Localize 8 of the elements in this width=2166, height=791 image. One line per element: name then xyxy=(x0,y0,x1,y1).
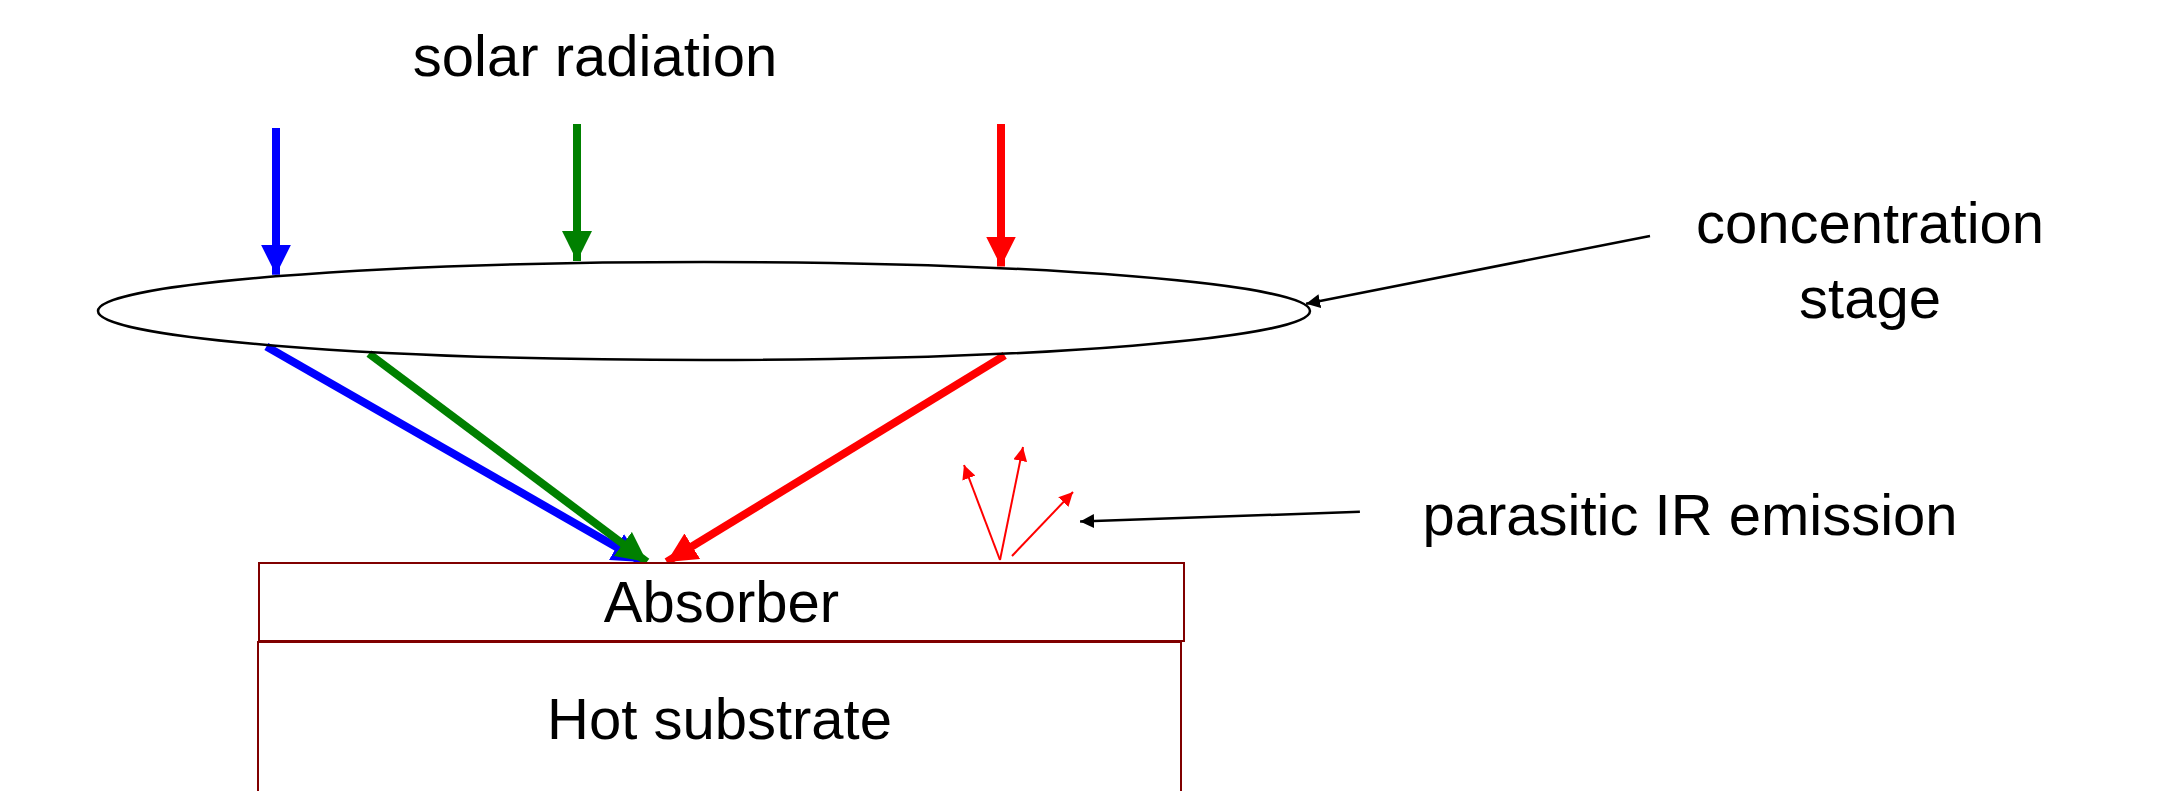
absorber-layer: Absorber xyxy=(258,562,1185,642)
leader-line xyxy=(1080,510,1360,529)
substrate-block: Hot substrate xyxy=(257,641,1182,791)
concentrator-ellipse xyxy=(96,260,1312,362)
callout-label: concentration stage xyxy=(1650,180,2090,340)
heading-text: solar radiation xyxy=(411,22,779,90)
callout-label: parasitic IR emission xyxy=(1360,470,2020,560)
leader-line xyxy=(1305,234,1651,308)
